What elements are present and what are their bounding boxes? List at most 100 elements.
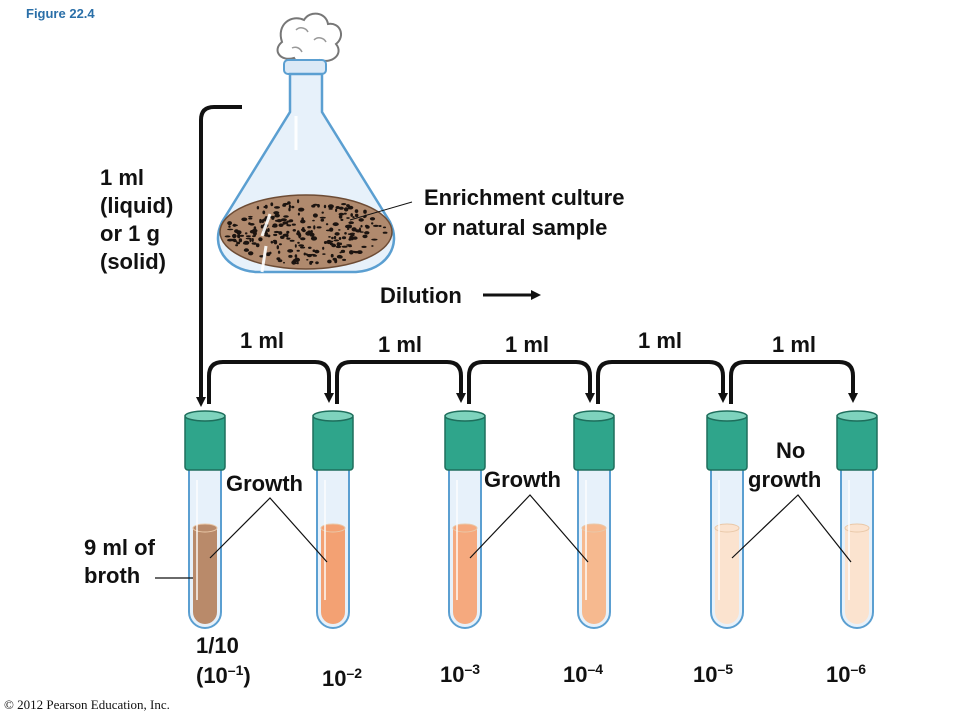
- tube-broth: [845, 528, 869, 624]
- soil-particle: [327, 259, 332, 264]
- transfer-arrows: [207, 360, 858, 404]
- soil-particle: [291, 205, 295, 209]
- tube-cap: [706, 413, 748, 471]
- soil-particle: [251, 238, 254, 242]
- soil-particle: [316, 226, 322, 229]
- soil-particle: [349, 235, 353, 241]
- soil-particle: [354, 213, 359, 218]
- soil-particle: [362, 234, 368, 239]
- soil-particle: [346, 244, 352, 246]
- soil-particle: [320, 218, 325, 222]
- soil-particle: [338, 237, 342, 240]
- soil-particle: [323, 241, 328, 244]
- tube-cap-top: [706, 410, 748, 422]
- soil-particle: [351, 232, 354, 236]
- test-tubes: [184, 410, 878, 629]
- transfer-label-3: 1 ml: [505, 332, 549, 357]
- soil-particle: [283, 261, 285, 264]
- tube-cap: [184, 413, 226, 471]
- transfer-label-5: 1 ml: [772, 332, 816, 357]
- soil-particle: [270, 241, 275, 243]
- growth-leader: [731, 494, 852, 563]
- soil-particle: [274, 213, 280, 218]
- soil-particle: [319, 216, 326, 219]
- soil-particle: [359, 227, 361, 232]
- soil-particle: [286, 237, 291, 240]
- flask-label-line-1: Enrichment culture: [424, 185, 624, 210]
- soil-particle: [365, 225, 370, 229]
- soil-particle: [340, 218, 344, 221]
- soil-particle: [291, 223, 296, 226]
- soil-particle: [270, 202, 274, 207]
- soil-particle: [283, 215, 289, 218]
- soil-particle: [371, 245, 374, 247]
- soil-particle: [343, 212, 347, 215]
- soil-particle: [287, 249, 294, 253]
- growth-label-1: Growth: [226, 471, 303, 496]
- soil-particle: [294, 244, 297, 248]
- transfer-arrow: [729, 360, 858, 404]
- soil-particle: [288, 207, 291, 212]
- soil-particle: [242, 242, 249, 245]
- soil-particle: [278, 223, 284, 227]
- soil-particle: [312, 236, 315, 239]
- soil-particle: [346, 228, 350, 230]
- tube-cap: [573, 413, 615, 471]
- broth-surface: [192, 523, 218, 533]
- soil-particle: [300, 246, 306, 249]
- soil-particle: [336, 254, 343, 259]
- figure-label: Figure 22.4: [26, 6, 95, 21]
- soil-particle: [309, 253, 316, 256]
- soil-particle: [300, 219, 306, 224]
- transfer-line-3: or 1 g: [100, 221, 160, 246]
- soil-particle: [372, 224, 379, 227]
- soil-particle: [346, 217, 350, 219]
- soil-particle: [249, 238, 252, 243]
- test-tube: [836, 410, 878, 629]
- dilution-label-tube-1-fraction: 1/10: [196, 633, 239, 658]
- flask: [216, 12, 396, 274]
- transfer-line-2: (liquid): [100, 193, 173, 218]
- tube-broth: [453, 528, 477, 624]
- soil-particle: [228, 225, 231, 228]
- tube-broth: [715, 528, 739, 624]
- soil-particle: [263, 206, 267, 208]
- soil-particle: [338, 212, 345, 216]
- flask-label-line-2: or natural sample: [424, 215, 607, 240]
- transfer-label-4: 1 ml: [638, 328, 682, 353]
- transfer-arrow: [207, 360, 334, 404]
- no-growth-label-line-2: growth: [748, 467, 821, 492]
- soil-particle: [259, 218, 262, 224]
- tube-cap-top: [573, 410, 615, 422]
- soil-particle: [341, 236, 347, 240]
- soil-particle: [328, 236, 331, 238]
- soil-particle: [314, 249, 320, 254]
- soil-particle: [331, 236, 334, 240]
- soil-particle: [378, 225, 382, 227]
- soil-particle: [328, 208, 333, 210]
- soil-particle: [229, 238, 234, 241]
- soil-particle: [330, 253, 334, 258]
- soil-particle: [276, 257, 281, 261]
- soil-particle: [282, 203, 287, 207]
- soil-particle: [303, 252, 306, 256]
- soil-particle: [329, 227, 334, 232]
- soil-particle: [341, 203, 347, 206]
- soil-particle: [296, 230, 300, 235]
- soil-particle: [340, 249, 346, 253]
- soil-particle: [338, 214, 343, 219]
- soil-particle: [306, 259, 309, 261]
- soil-particle: [333, 235, 337, 240]
- dilution-label-tube-2: 10–2: [322, 665, 362, 691]
- soil-particle: [238, 238, 243, 243]
- soil-particle: [312, 249, 316, 252]
- broth-surface: [714, 523, 740, 533]
- soil-particle: [293, 262, 298, 265]
- soil-particle: [364, 231, 370, 235]
- soil-particle: [224, 235, 231, 238]
- soil-particle: [361, 245, 367, 248]
- soil-particle: [327, 204, 334, 209]
- dilution-label-tube-6: 10–6: [826, 661, 866, 687]
- tube-cap: [836, 413, 878, 471]
